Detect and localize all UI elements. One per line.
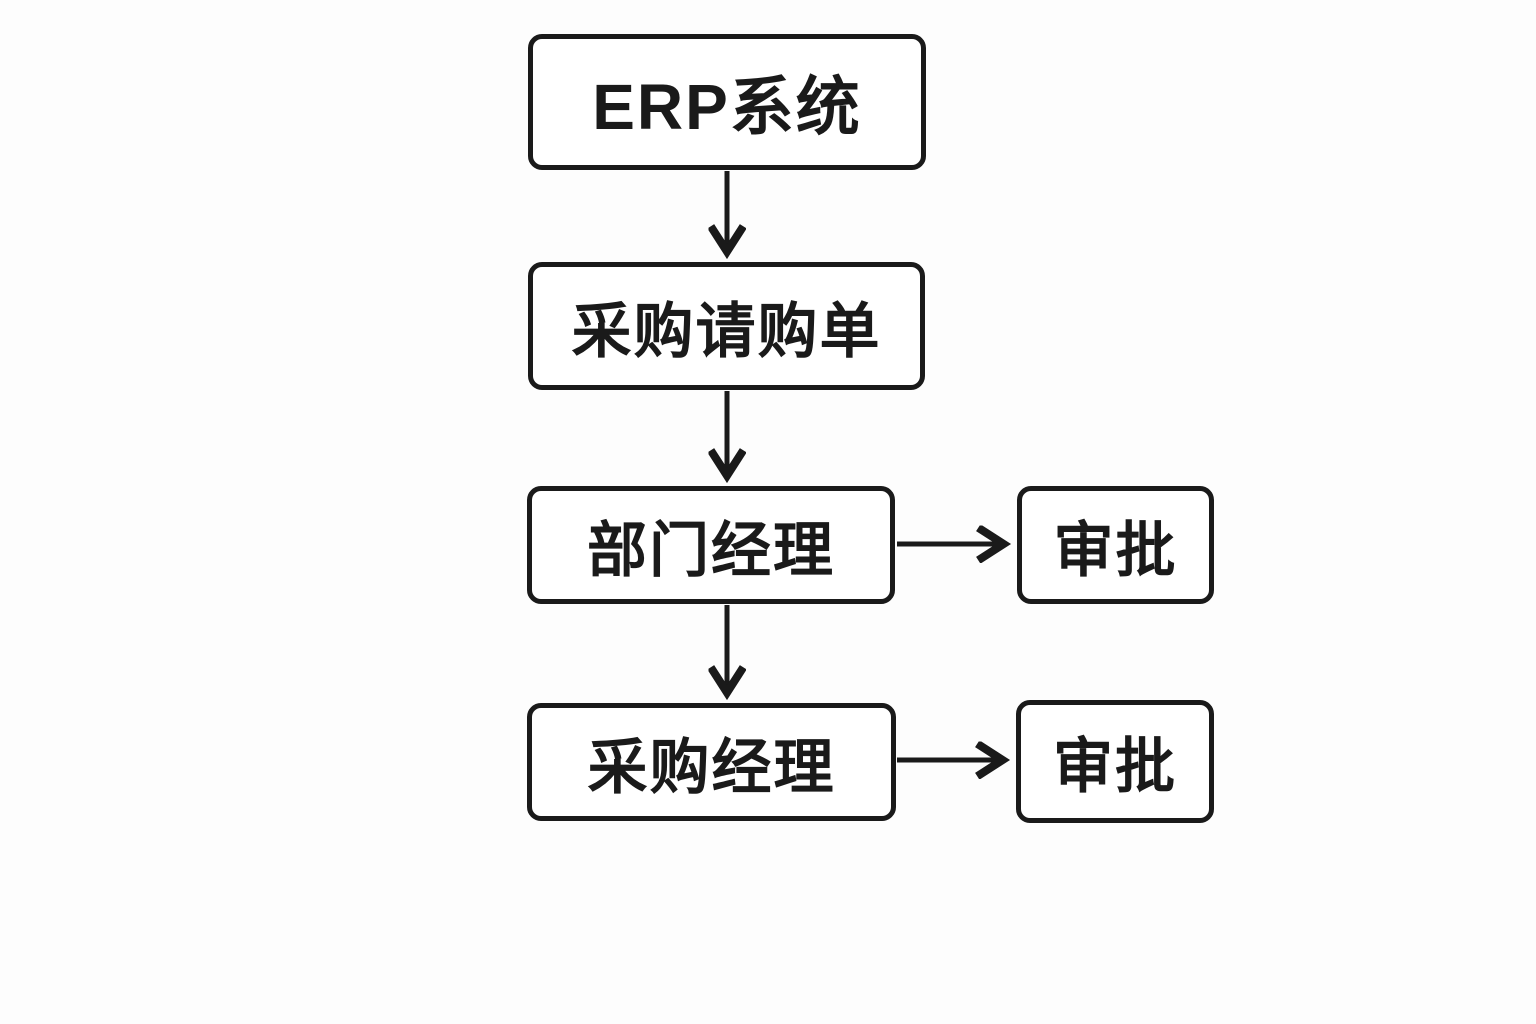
node-erp-system-label: ERP系统	[592, 71, 862, 143]
node-purchase-approval-label: 审批	[1053, 733, 1177, 800]
node-dept-manager-label: 部门经理	[587, 516, 835, 584]
node-purchase-requisition: 采购请购单	[528, 262, 925, 390]
node-erp-system: ERP系统	[528, 34, 926, 170]
node-purchase-approval: 审批	[1016, 700, 1214, 823]
node-purchase-requisition-label: 采购请购单	[571, 297, 882, 365]
node-dept-manager: 部门经理	[527, 486, 895, 604]
node-dept-approval: 审批	[1017, 486, 1214, 604]
node-dept-approval-label: 审批	[1053, 516, 1178, 584]
node-purchase-manager-label: 采购经理	[587, 733, 836, 801]
node-purchase-manager: 采购经理	[527, 703, 896, 821]
